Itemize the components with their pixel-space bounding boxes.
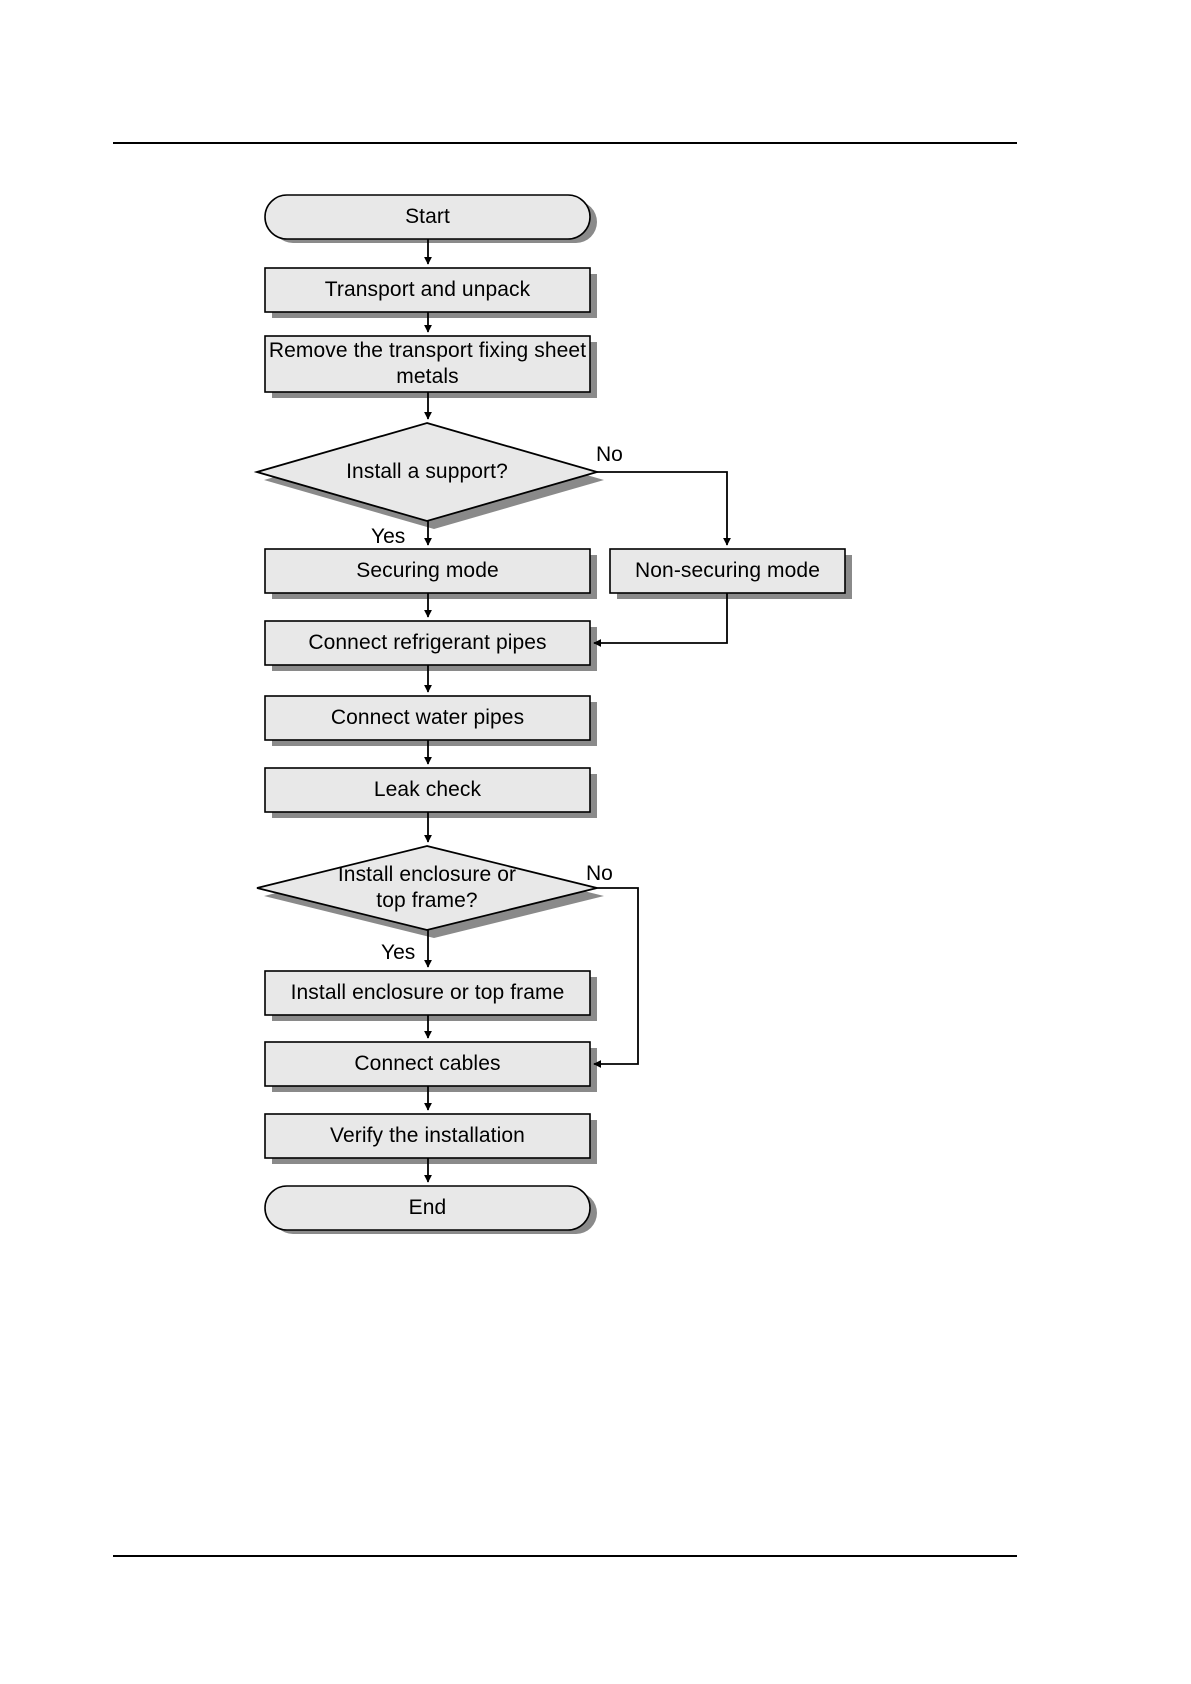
node-securing-mode (264, 548, 591, 594)
edge-label-support-yes: Yes (371, 525, 406, 548)
node-install-support-decision (253, 422, 601, 522)
node-non-securing-mode (609, 548, 846, 594)
node-end (264, 1185, 591, 1231)
header-rule (113, 142, 1017, 144)
node-shapes (253, 194, 846, 1231)
node-start (264, 194, 591, 240)
node-connect-cables (264, 1041, 591, 1087)
node-verify-installation (264, 1113, 591, 1159)
node-connect-refrigerant-pipes (264, 620, 591, 666)
node-install-enclosure (264, 970, 591, 1016)
edge-enclosure-no-to-cables (593, 887, 639, 1068)
node-connect-water-pipes (264, 695, 591, 741)
footer-rule (113, 1555, 1017, 1557)
edge-non-securing-to-refrigerant (593, 593, 728, 647)
edge-label-support-no: No (596, 443, 623, 466)
node-install-enclosure-decision (256, 845, 598, 931)
connectors (424, 239, 731, 1183)
node-remove (264, 335, 591, 393)
edge-label-enclosure-no: No (586, 862, 613, 885)
node-transport (264, 267, 591, 313)
node-leak-check (264, 767, 591, 813)
edge-label-enclosure-yes: Yes (381, 941, 416, 964)
edge-support-no-to-non-securing (597, 471, 731, 546)
